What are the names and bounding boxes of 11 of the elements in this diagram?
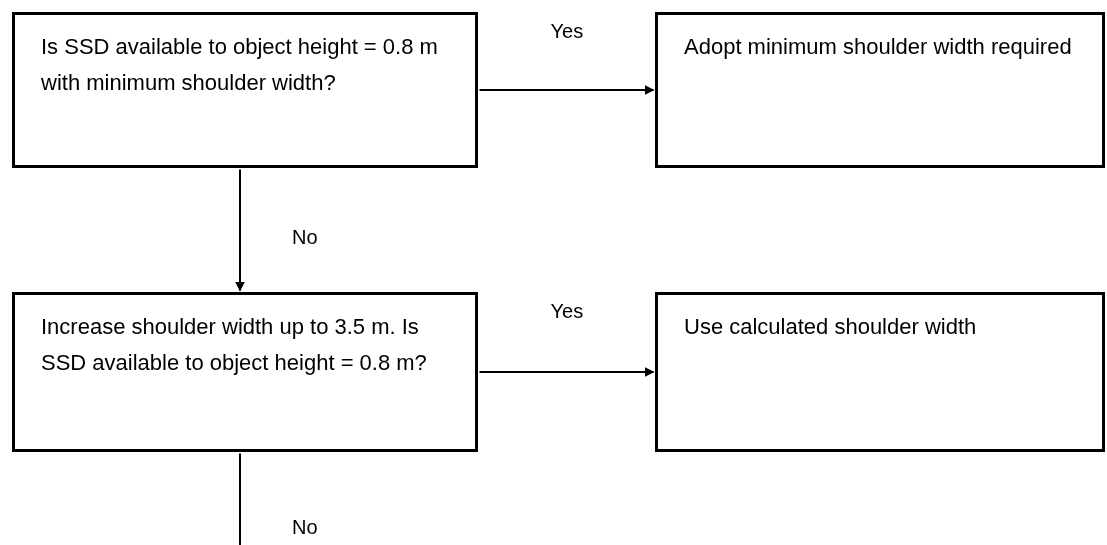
process-box (655, 12, 1105, 168)
arrow (478, 367, 655, 377)
process-box (12, 12, 478, 168)
box-text: Adopt minimum shoulder width required (684, 33, 1073, 61)
process-box (655, 292, 1105, 452)
process-box (12, 292, 478, 452)
arrow (235, 168, 245, 292)
arrow (478, 85, 655, 95)
box-text: Use calculated shoulder width (684, 313, 978, 341)
box-text: Is SSD available to object height = 0.8 m with minimum shoulder width? (41, 33, 439, 97)
box-text: Increase shoulder width up to 3.5 m. Is SSD available to object height = 0.8 m? (41, 313, 428, 377)
